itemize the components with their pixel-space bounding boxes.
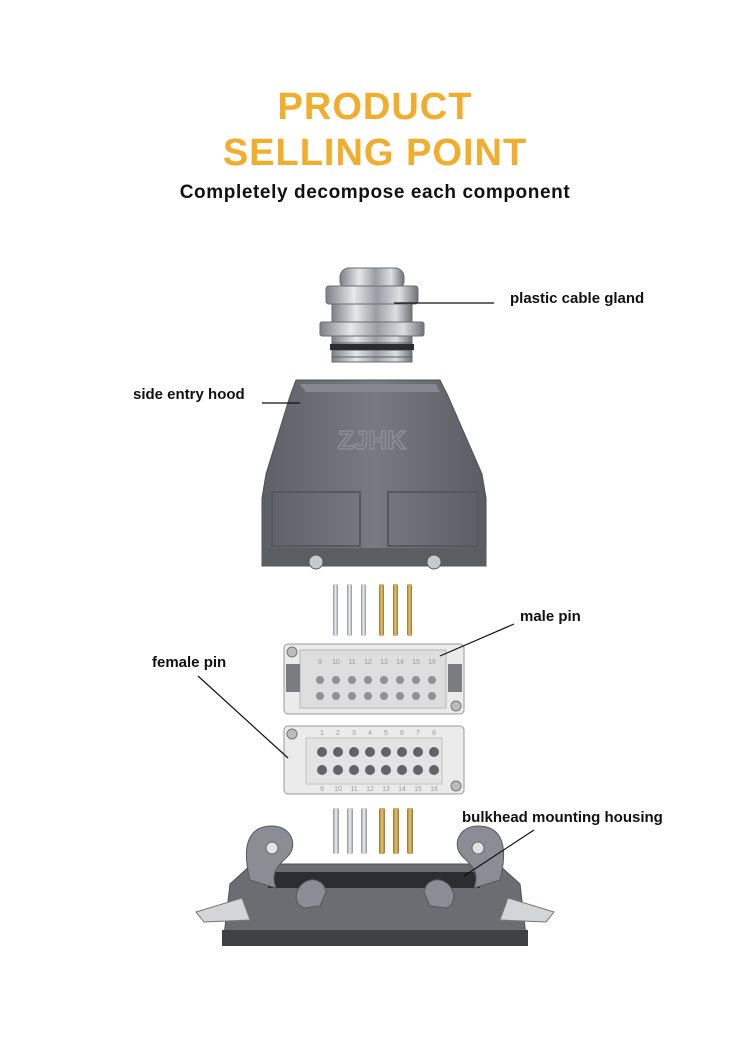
- female-pin-set: [333, 808, 413, 854]
- female-insert-contact-number: 5: [384, 730, 388, 737]
- female-insert-contact-number: 15: [414, 786, 422, 793]
- callout-side-entry-hood: side entry hood: [133, 386, 245, 403]
- female-insert-contact-number: 12: [366, 786, 374, 793]
- male-insert-contact-number: 12: [364, 659, 372, 666]
- male-insert-contact-number: 15: [412, 659, 420, 666]
- female-insert-contact-number: 16: [430, 786, 438, 793]
- male-insert-contact-number: 11: [348, 659, 355, 666]
- female-insert-contact-number: 3: [352, 730, 356, 737]
- subtitle: Completely decompose each component: [179, 182, 571, 203]
- male-insert-contact-number: 14: [396, 659, 404, 666]
- bulkhead-housing: [195, 825, 555, 946]
- male-insert-contact-number: 13: [380, 659, 388, 666]
- female-insert-contact-number: 1: [320, 730, 324, 737]
- female-insert-contact-number: 14: [398, 786, 406, 793]
- side-entry-hood: ZJHK: [261, 379, 487, 570]
- female-insert-contact-number: 9: [320, 786, 324, 793]
- cable-gland: [319, 267, 425, 363]
- callout-male-pin: male pin: [520, 608, 581, 625]
- hood-logo: ZJHK: [338, 425, 406, 455]
- headline-line1: PRODUCT: [277, 86, 473, 128]
- leader-lines: [197, 302, 535, 877]
- callout-bulkhead-housing: bulkhead mounting housing: [462, 809, 663, 826]
- callout-cable-gland: plastic cable gland: [510, 290, 645, 307]
- male-pin-set: [333, 584, 412, 636]
- female-insert-contact-number: 7: [416, 730, 420, 737]
- female-insert-contact-number: 13: [382, 786, 390, 793]
- female-insert-contact-number: 10: [334, 786, 342, 793]
- female-insert-contact-number: 2: [336, 730, 340, 737]
- female-insert-contact-number: 4: [368, 730, 372, 737]
- female-insert-contact-number: 11: [350, 786, 357, 793]
- female-insert-contact-number: 6: [400, 730, 404, 737]
- male-insert: 9 10 11 12 13 14 15 16: [283, 643, 465, 715]
- headline-line2: SELLING POINT: [222, 132, 528, 174]
- female-insert-contact-number: 8: [432, 730, 436, 737]
- callout-female-pin: female pin: [152, 654, 227, 671]
- male-insert-contact-number: 9: [318, 659, 322, 666]
- male-insert-contact-number: 10: [332, 659, 340, 666]
- male-insert-contact-number: 16: [428, 659, 436, 666]
